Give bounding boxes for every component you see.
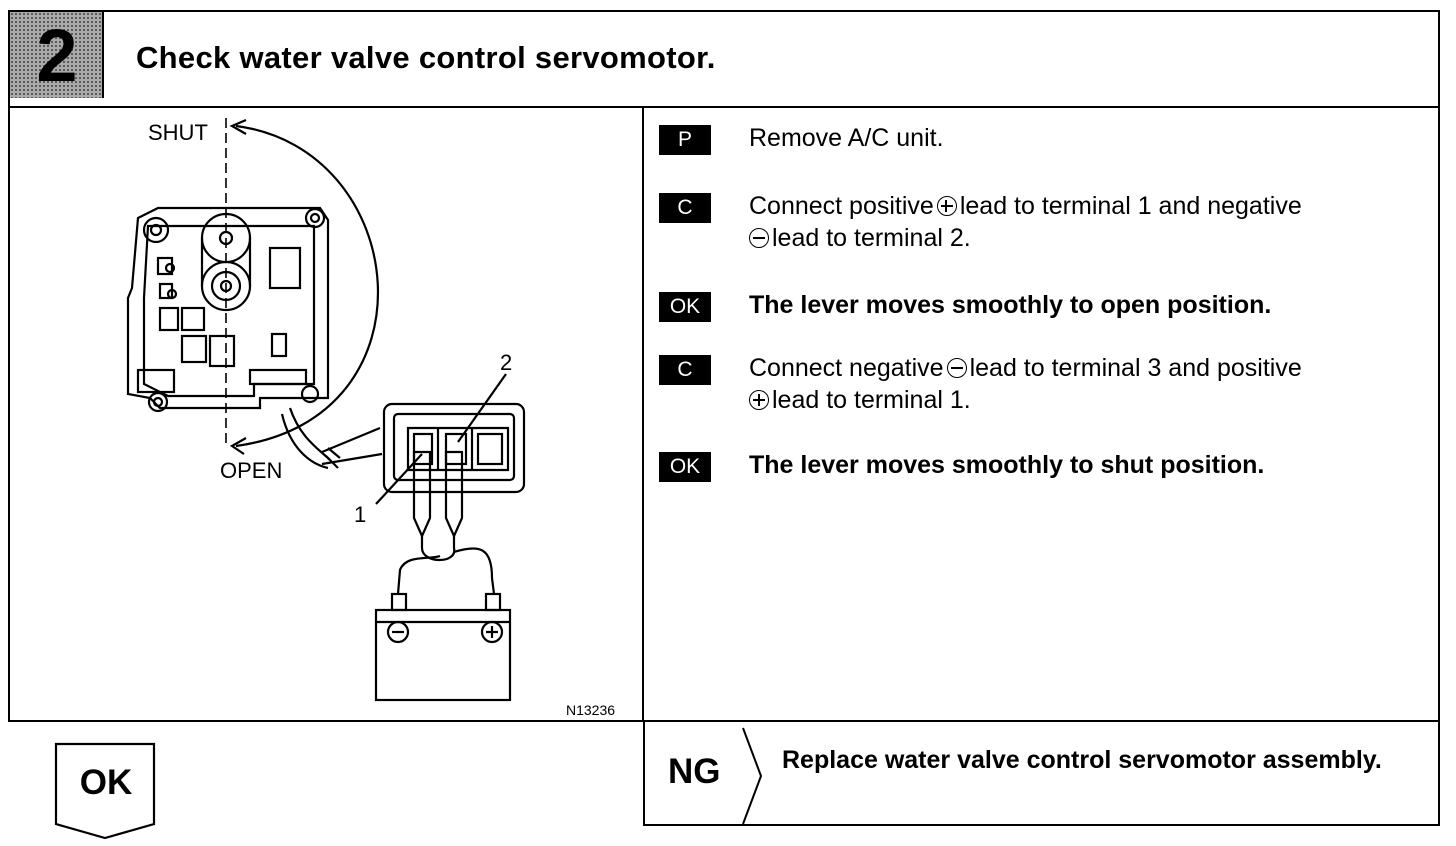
label-open: OPEN: [220, 458, 282, 483]
minus-icon: [946, 358, 967, 378]
step-tag-ok: OK: [659, 292, 711, 322]
step-number-box: [10, 12, 104, 98]
plus-icon: [749, 390, 769, 410]
servomotor-inner-outline: [142, 224, 316, 398]
step-text-part: Connect positive: [749, 192, 934, 220]
step-text-connect-2: Connect negative lead to terminal 3 and p…: [749, 352, 1429, 416]
label-terminal-2: 2: [500, 350, 512, 375]
step-tag-c: C: [659, 193, 711, 223]
step-text-part: lead to terminal 3 and positive: [969, 354, 1302, 382]
step-text-result-open: The lever moves smoothly to open positio…: [749, 291, 1272, 319]
label-terminal-1: 1: [354, 502, 366, 527]
column-divider: [642, 106, 644, 722]
plus-icon: [936, 196, 957, 216]
ok-label: OK: [79, 763, 133, 802]
step-tag-ok: OK: [659, 452, 711, 482]
figure-id: N13236: [566, 702, 616, 718]
ng-action-text: Replace water valve control servomotor a…: [782, 746, 1382, 774]
servomotor-housing: [126, 206, 330, 410]
connector-housing: [382, 402, 526, 494]
step-text-remove: Remove A/C unit.: [749, 124, 944, 152]
ng-label: NG: [668, 752, 721, 791]
ok-arrow-box-icon: [54, 742, 156, 840]
label-shut: SHUT: [148, 120, 208, 145]
rotation-arc: [235, 124, 379, 448]
step-number: 2: [36, 14, 78, 97]
ng-chevron-icon: [742, 727, 763, 825]
step-text-result-shut: The lever moves smoothly to shut positio…: [749, 451, 1265, 479]
minus-icon: [749, 228, 769, 248]
step-text-part: lead to terminal 1.: [772, 386, 971, 414]
procedure-frame: [8, 10, 1440, 722]
page-title: Check water valve control servomotor.: [136, 40, 716, 75]
step-text-connect-1: Connect positive lead to terminal 1 and n…: [749, 190, 1429, 254]
step-tag-p: P: [659, 125, 711, 155]
step-text-part: lead to terminal 1 and negative: [959, 192, 1302, 220]
ng-result-box: [643, 722, 1440, 826]
servomotor-diagram: SHUT OPEN 1 2: [126, 118, 526, 702]
battery: [374, 608, 512, 702]
step-text-part: Connect negative: [749, 354, 944, 382]
step-text-part: lead to terminal 2.: [772, 224, 971, 252]
header-row: [8, 10, 1440, 108]
step-tag-c: C: [659, 355, 711, 385]
